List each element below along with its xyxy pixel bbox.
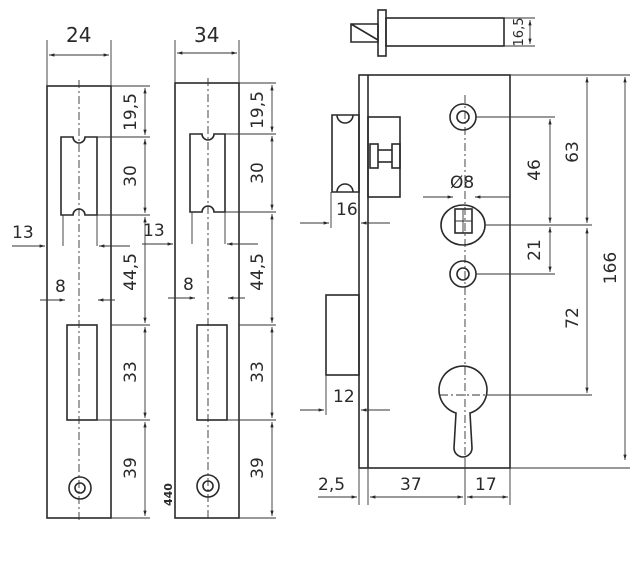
dim-166: 166 — [601, 252, 621, 284]
dim-faceplate: 2,5 — [318, 475, 345, 495]
dim-thickness: 16,5 — [512, 18, 527, 47]
strike-plate-24: 24 19,5 30 44,5 33 39 13 8 — [12, 23, 150, 520]
dim: 13 — [143, 221, 165, 241]
deadbolt — [325, 294, 360, 376]
cylinder-hole — [438, 365, 488, 458]
dim: 44,5 — [121, 253, 141, 291]
screw-hole — [68, 476, 92, 500]
strike-plate-34: 34 19,5 30 44,5 33 39 13 8 440 — [142, 23, 276, 520]
dim-latch-depth: 16 — [336, 200, 358, 220]
dim-46: 46 — [525, 159, 545, 181]
dim-rear: 17 — [475, 475, 497, 495]
dim: 33 — [248, 361, 268, 383]
screw-hole-top — [449, 103, 477, 131]
dim: 13 — [12, 223, 34, 243]
dim-21: 21 — [525, 239, 545, 261]
dim-63: 63 — [563, 141, 583, 163]
dim: 39 — [121, 457, 141, 479]
dim-72: 72 — [563, 307, 583, 329]
dim: 8 — [183, 275, 194, 295]
dim: 33 — [121, 361, 141, 383]
dim-width: 34 — [194, 23, 219, 47]
dim: 30 — [248, 162, 268, 184]
latch-side-view: 16,5 — [350, 9, 535, 57]
dim-spindle-diameter: Ø8 — [450, 173, 474, 193]
dim: 19,5 — [121, 93, 141, 131]
dim: 30 — [121, 165, 141, 187]
screw-hole-bottom — [449, 260, 477, 288]
dim: 39 — [248, 457, 268, 479]
dim-backset: 37 — [400, 475, 422, 495]
latch — [331, 114, 360, 193]
dim-width: 24 — [66, 23, 91, 47]
reference-number: 440 — [162, 483, 175, 506]
lock-body: 16 12 Ø8 46 21 63 72 166 2,5 37 17 — [300, 74, 630, 505]
screw-hole — [196, 474, 220, 498]
dim-bolt-depth: 12 — [333, 387, 355, 407]
dim: 44,5 — [248, 253, 268, 291]
dim: 19,5 — [248, 91, 268, 129]
dim: 8 — [55, 277, 66, 297]
